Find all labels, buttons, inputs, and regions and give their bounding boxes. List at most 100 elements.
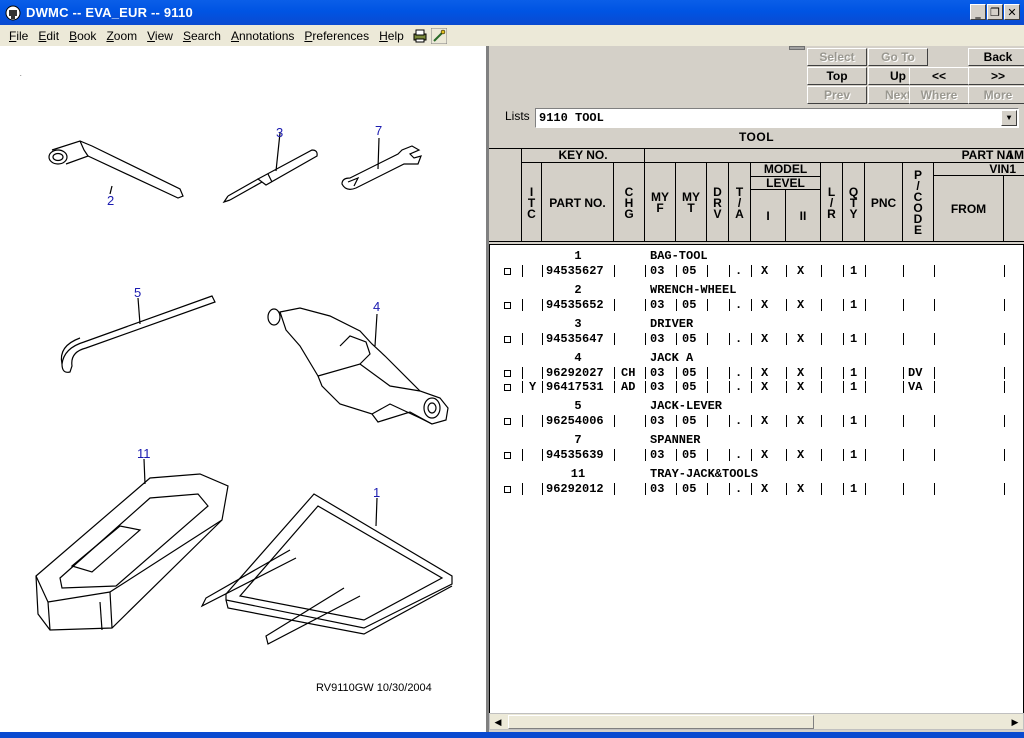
menu-preferences[interactable]: Preferences (304, 28, 370, 43)
header-myt[interactable]: MY T (682, 190, 700, 215)
row-checkbox[interactable] (504, 452, 511, 459)
callout-2[interactable]: 2 (107, 193, 115, 208)
header-drv[interactable]: D R V (713, 184, 722, 221)
more-button[interactable]: More (968, 86, 1024, 104)
pcode-cell: VA (908, 380, 923, 394)
menu-annotations[interactable]: Annotations (230, 28, 295, 43)
part-number-cell: 96292027 (546, 366, 604, 380)
model-year-to-cell: 05 (682, 332, 697, 346)
row-checkbox[interactable] (504, 370, 511, 377)
menu-help[interactable]: Help (379, 28, 404, 43)
level-ii-cell: X (797, 264, 805, 278)
header-ta[interactable]: T / A (735, 184, 744, 221)
model-year-to-cell: 05 (682, 448, 697, 462)
menu-zoom[interactable]: Zoom (106, 28, 138, 43)
menu-book[interactable]: Book (69, 28, 97, 43)
level-i-cell: X (761, 298, 769, 312)
highlight-icon[interactable] (430, 27, 447, 44)
header-myf[interactable]: MY F (651, 190, 669, 215)
minimize-button[interactable]: _ (970, 4, 986, 20)
print-icon[interactable] (412, 28, 428, 44)
part-name: DRIVER (650, 317, 694, 331)
callout-7[interactable]: 7 (375, 123, 383, 138)
menu-edit[interactable]: Edit (38, 28, 60, 43)
header-chg[interactable]: C H G (624, 184, 634, 221)
where-button[interactable]: Where (909, 86, 969, 104)
select-button[interactable]: Select (807, 48, 867, 66)
callout-11[interactable]: 11 (137, 446, 151, 461)
callout-5[interactable]: 5 (134, 285, 142, 300)
row-checkbox[interactable] (504, 268, 511, 275)
callout-1[interactable]: 1 (373, 485, 381, 500)
lists-dropdown[interactable]: 9110 TOOL ▼ (535, 108, 1019, 128)
transaxle-cell: . (735, 298, 743, 312)
level-ii-cell: X (797, 332, 805, 346)
row-checkbox[interactable] (504, 486, 511, 493)
header-part-no[interactable]: PART NO. (549, 195, 606, 210)
header-itc[interactable]: I T C (527, 184, 536, 221)
header-lr[interactable]: L / R (827, 184, 836, 221)
top-button[interactable]: Top (807, 67, 867, 85)
row-checkbox[interactable] (504, 302, 511, 309)
previous-page-button[interactable]: << (909, 67, 969, 85)
menu-view[interactable]: View (147, 28, 173, 43)
header-pnc[interactable]: PNC (870, 195, 897, 210)
part-number-cell: 96254006 (546, 414, 604, 428)
pane-splitter[interactable] (486, 46, 489, 732)
goto-button[interactable]: Go To (868, 48, 928, 66)
illustration-pane[interactable]: . 2 3 7 5 4 11 1 RV9110GW 10/30/2004 (0, 46, 486, 732)
menu-search[interactable]: Search (182, 28, 221, 43)
quantity-cell: 1 (850, 380, 858, 394)
close-button[interactable]: ✕ (1004, 4, 1020, 20)
row-checkbox[interactable] (504, 418, 511, 425)
transaxle-cell: . (735, 448, 743, 462)
header-level-ii[interactable]: II (799, 209, 807, 223)
row-checkbox[interactable] (504, 384, 511, 391)
prev-button[interactable]: Prev (807, 86, 867, 104)
tool-bag-drawing (200, 493, 453, 645)
callout-3[interactable]: 3 (276, 125, 284, 140)
key-number: 1 (574, 249, 582, 263)
row-checkbox[interactable] (504, 336, 511, 343)
level-i-cell: X (761, 366, 769, 380)
scroll-left-icon[interactable]: ◀ (494, 716, 502, 727)
header-pcode[interactable]: P / C O D E (913, 168, 923, 237)
restore-button[interactable]: ❐ (987, 4, 1003, 20)
header-qty[interactable]: Q T Y (848, 184, 859, 221)
menu-file[interactable]: File (9, 28, 29, 43)
part-name: WRENCH-WHEEL (650, 283, 737, 297)
figure-caption: RV9110GW 10/30/2004 (316, 682, 432, 694)
itc-cell: Y (529, 380, 537, 394)
scroll-thumb[interactable] (508, 715, 814, 729)
callout-4[interactable]: 4 (373, 299, 381, 314)
tool-tray-drawing (35, 458, 229, 631)
chevron-down-icon[interactable]: ▼ (1001, 110, 1017, 126)
screwdriver-drawing (222, 132, 318, 204)
header-level-i[interactable]: I (766, 209, 770, 223)
scroll-right-icon[interactable]: ▶ (1011, 716, 1019, 727)
horizontal-scrollbar[interactable]: ◀ ▶ (489, 713, 1024, 730)
lists-dropdown-value: 9110 TOOL (539, 111, 604, 125)
back-button[interactable]: Back (968, 48, 1024, 66)
header-from[interactable]: FROM (950, 202, 987, 216)
splitter-grip[interactable] (789, 46, 805, 50)
level-ii-cell: X (797, 298, 805, 312)
transaxle-cell: . (735, 332, 743, 346)
section-title: TOOL (738, 130, 775, 144)
next-page-button[interactable]: >> (968, 67, 1024, 85)
